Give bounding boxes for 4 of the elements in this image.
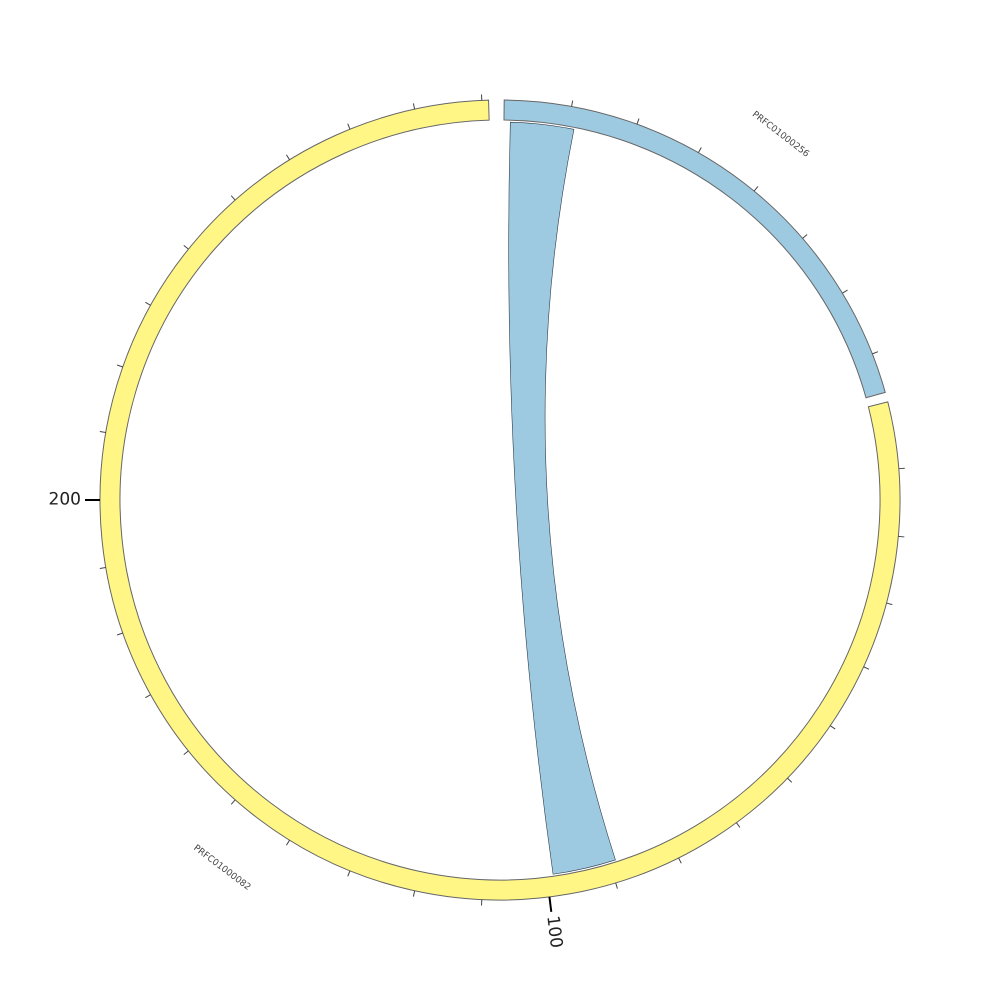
link-ribbon (508, 122, 616, 875)
tick-label: 200 (48, 490, 81, 510)
tick-label: 100 (542, 914, 566, 950)
segment-arc (503, 100, 886, 398)
